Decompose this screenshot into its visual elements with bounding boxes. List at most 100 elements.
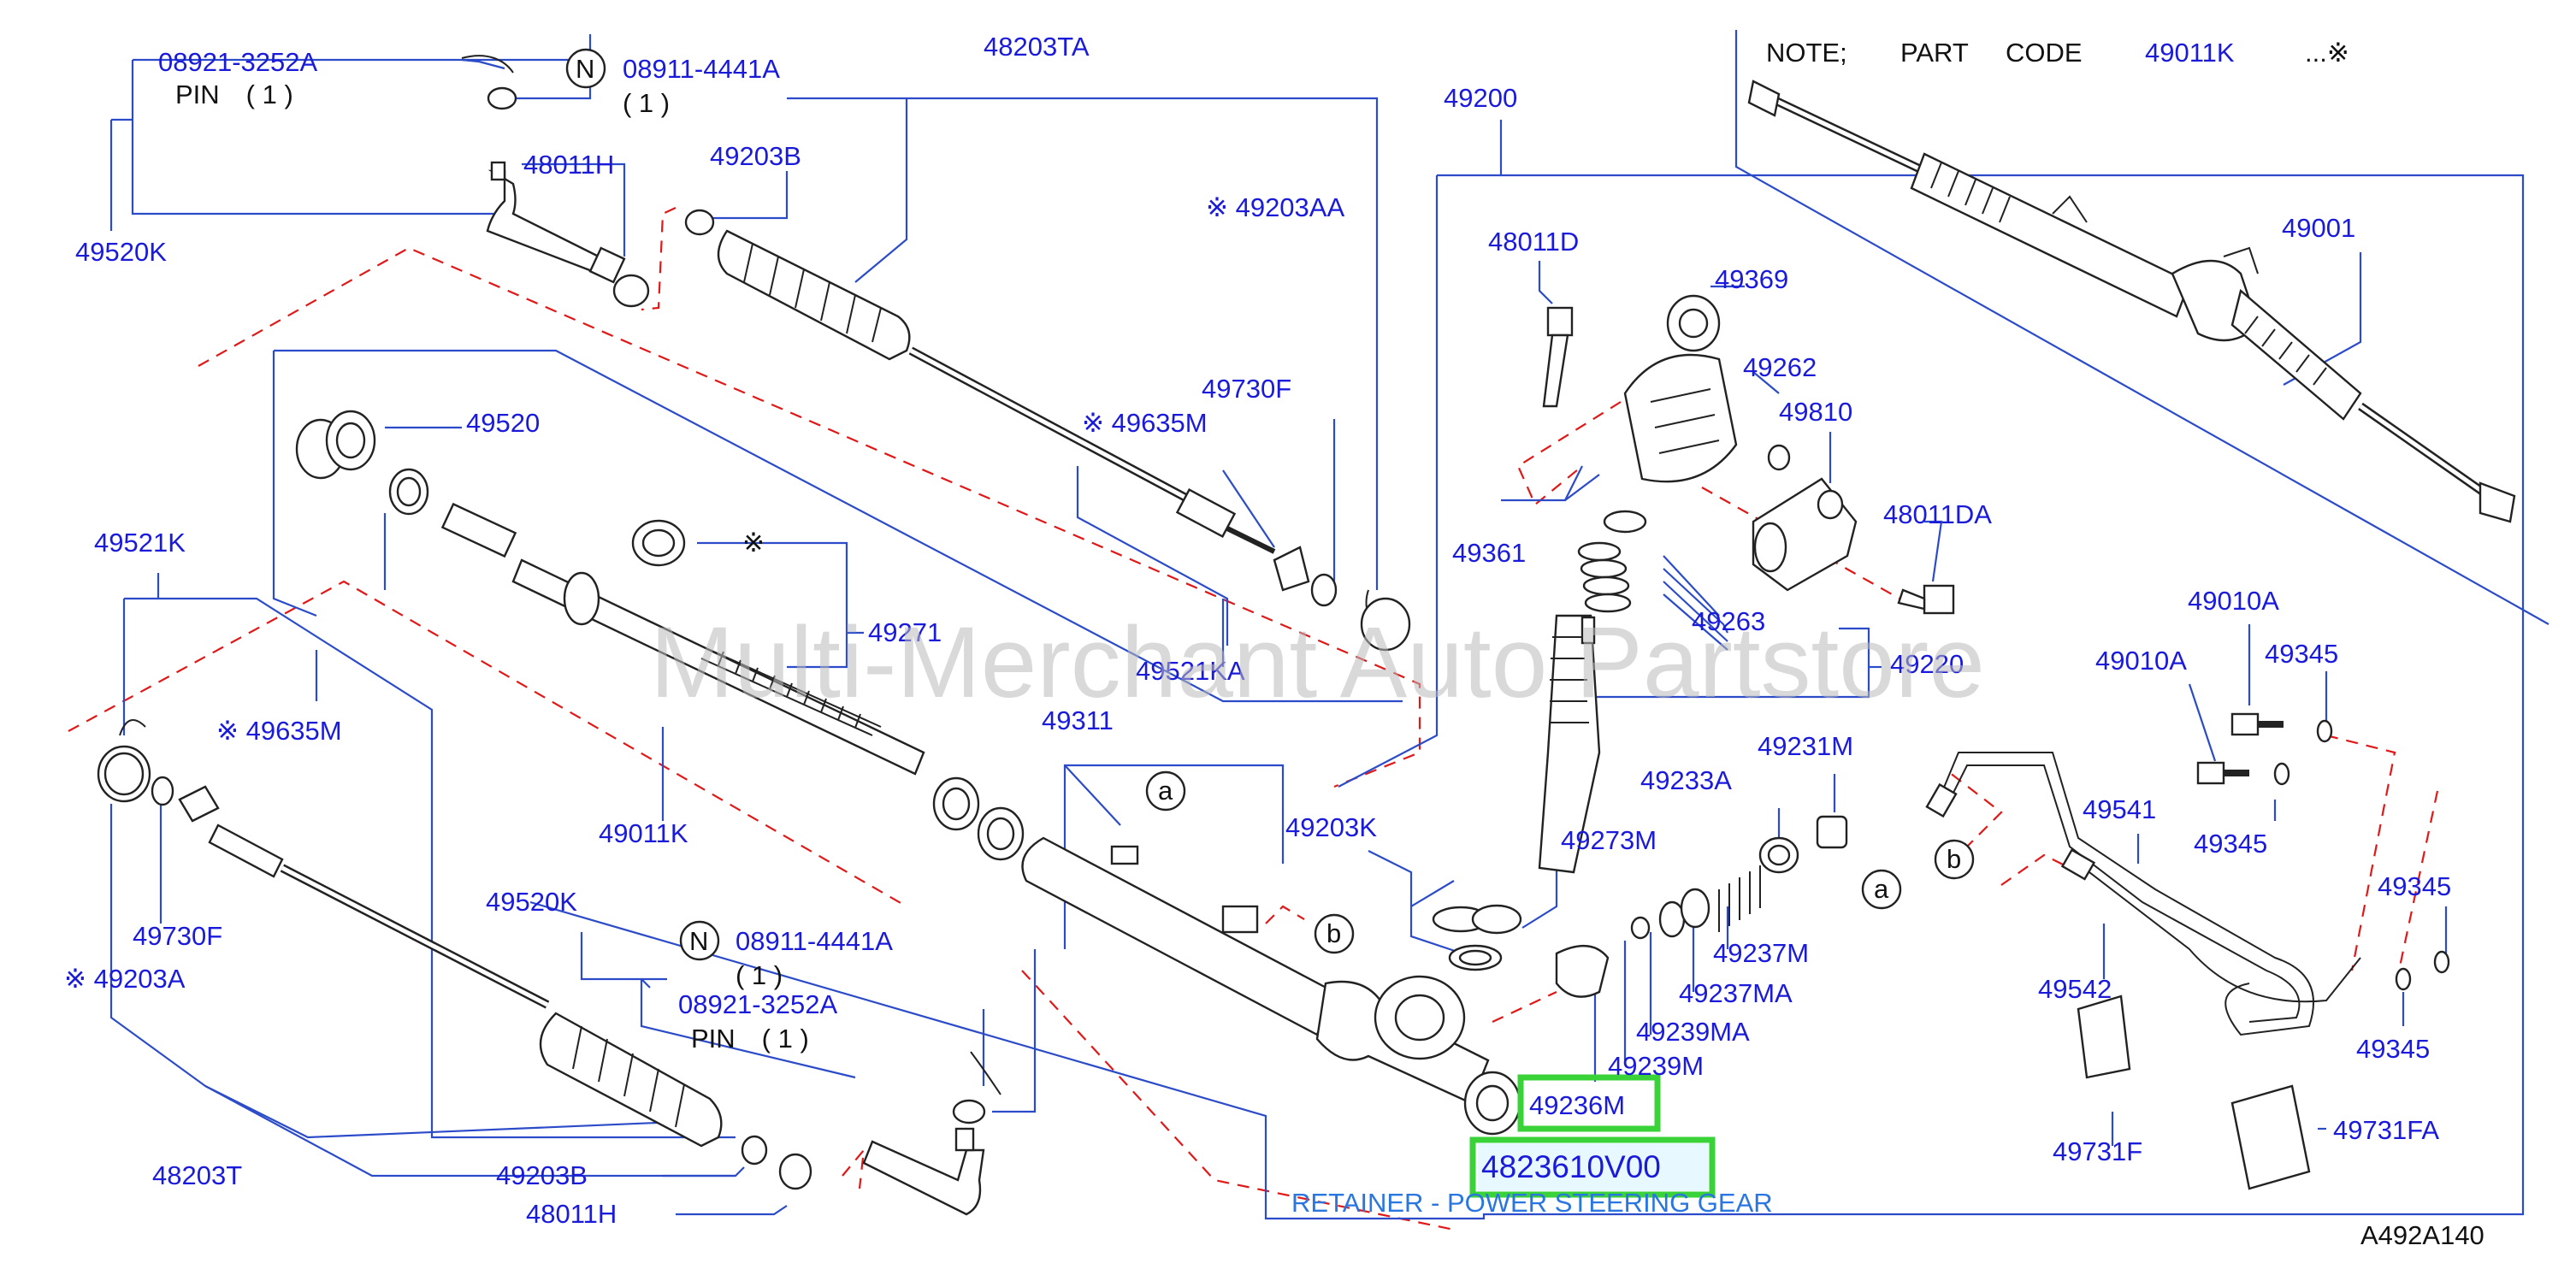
castle-nut-shape [487, 86, 517, 110]
label-star-49271: ※ [742, 528, 765, 558]
label-qty-bottom: ( 1 ) [736, 960, 783, 990]
label-48011da[interactable]: 48011DA [1883, 499, 1992, 529]
label-49203b-top[interactable]: 49203B [710, 141, 801, 171]
ref-a-circle-1 [1145, 770, 1186, 812]
label-49520k-mid[interactable]: 49520K [486, 887, 577, 917]
label-49010a-1[interactable]: 49010A [2188, 586, 2279, 616]
label-49203aa[interactable]: ※ 49203AA [1206, 192, 1344, 222]
ring-49237ma-shape [1680, 888, 1710, 929]
lock-plate-left-shape [178, 785, 220, 823]
label-08921-3252a-bottom[interactable]: 08921-3252A [678, 989, 837, 1019]
seal-stack-49263-shape [1577, 541, 1632, 613]
label-48011h-bottom[interactable]: 48011H [526, 1199, 617, 1229]
cotter-pin-shape [461, 55, 514, 74]
label-49011k[interactable]: 49011K [599, 818, 688, 848]
label-49345-1[interactable]: 49345 [2265, 639, 2338, 669]
label-49237m[interactable]: 49237M [1713, 938, 1809, 968]
label-49369[interactable]: 49369 [1715, 264, 1788, 294]
label-49001[interactable]: 49001 [2282, 213, 2355, 243]
label-48011h-top[interactable]: 48011H [523, 150, 614, 180]
note-prefix: NOTE; [1766, 38, 1847, 68]
label-49542[interactable]: 49542 [2038, 974, 2112, 1004]
highlight-bg-4823610v00 [1478, 1143, 1709, 1191]
ring-49239ma-shape [1658, 900, 1686, 938]
label-49635m-left[interactable]: ※ 49635M [216, 716, 342, 746]
label-49521ka[interactable]: 49521KA [1136, 656, 1245, 686]
label-49203k[interactable]: 49203K [1285, 812, 1377, 842]
bolt-48011d-shape [1542, 306, 1574, 408]
plug-49231m-shape [1816, 815, 1848, 849]
label-49273m[interactable]: 49273M [1561, 825, 1657, 855]
washer-49345-d [2395, 967, 2412, 991]
label-49263[interactable]: 49263 [1692, 606, 1765, 636]
pipe-assembly-shape [1925, 752, 2361, 1036]
label-49810[interactable]: 49810 [1779, 397, 1852, 427]
label-49203b-bottom[interactable]: 49203B [496, 1160, 588, 1190]
label-ref-a-2: a [1874, 874, 1889, 904]
label-49200[interactable]: 49200 [1444, 83, 1517, 113]
cotter-pin-bottom-shape [970, 1051, 1001, 1095]
label-49271[interactable]: 49271 [868, 617, 942, 647]
seal-49273m-shape [1471, 904, 1522, 935]
label-49311[interactable]: 49311 [1042, 705, 1114, 735]
retainer-49236m-shape [1555, 944, 1610, 998]
spring-49237m-shape [1718, 865, 1761, 932]
label-49730f-left[interactable]: 49730F [133, 921, 222, 951]
label-49237ma[interactable]: 49237MA [1679, 978, 1793, 1008]
label-49262[interactable]: 49262 [1743, 352, 1817, 382]
label-ref-b-1: b [1326, 918, 1341, 948]
label-qty-top: ( 1 ) [623, 88, 670, 118]
label-48203t[interactable]: 48203T [152, 1160, 242, 1190]
label-49233a[interactable]: 49233A [1640, 765, 1732, 795]
label-49231m[interactable]: 49231M [1758, 731, 1853, 761]
note-part: PART [1900, 38, 1969, 68]
lock-plate-shape [1273, 546, 1310, 592]
rack-49011k-shape [440, 502, 925, 776]
label-08911-4441a-top[interactable]: 08911-4441A [623, 54, 780, 84]
note-code-value[interactable]: 49011K [2145, 38, 2235, 68]
clamp-shape [1360, 597, 1411, 652]
o-ring-49262-shape [1767, 444, 1791, 471]
washer-49345-b [2273, 762, 2290, 786]
label-49220[interactable]: 49220 [1890, 649, 1964, 679]
label-49520k-top[interactable]: 49520K [75, 237, 167, 267]
label-49239ma[interactable]: 49239MA [1636, 1017, 1750, 1047]
castle-nut-bottom-shape [952, 1099, 986, 1124]
washer-49239m-shape [1630, 916, 1651, 940]
tie-rod-end-top [486, 161, 626, 284]
label-49345-4[interactable]: 49345 [2356, 1034, 2430, 1064]
label-49345-3[interactable]: 49345 [2378, 871, 2451, 901]
label-48203ta[interactable]: 48203TA [984, 32, 1090, 62]
n-circle-bottom [679, 920, 720, 961]
washer-49730f-left-shape [151, 776, 174, 806]
label-49521k[interactable]: 49521K [94, 528, 186, 558]
label-49731fa[interactable]: 49731FA [2333, 1115, 2439, 1145]
label-49731f[interactable]: 49731F [2053, 1136, 2142, 1166]
label-08911-4441a-bottom[interactable]: 08911-4441A [736, 926, 893, 956]
label-49345-2[interactable]: 49345 [2194, 829, 2267, 859]
inner-tie-rod-bottom [208, 823, 550, 1009]
label-49236m[interactable]: 49236M [1529, 1090, 1625, 1120]
washer-49730f-shape [1310, 573, 1338, 607]
boot-bottom-shape [539, 1012, 723, 1148]
label-49239m[interactable]: 49239M [1608, 1051, 1704, 1081]
label-49010a-2[interactable]: 49010A [2095, 646, 2187, 676]
jam-nut-49203b-shape [684, 209, 715, 236]
label-49730f-top[interactable]: 49730F [1202, 374, 1291, 404]
label-49541[interactable]: 49541 [2083, 794, 2156, 824]
part-shapes [97, 48, 2516, 1216]
valve-49810-shape [1752, 477, 1858, 592]
bolt-48011da-shape [1897, 584, 1955, 615]
label-49635m-top[interactable]: ※ 49635M [1082, 408, 1208, 438]
label-49361[interactable]: 49361 [1452, 538, 1526, 568]
watermark-text: Multi-Merchant Auto Partstore [650, 606, 1985, 719]
label-49203a[interactable]: ※ 49203A [64, 964, 186, 994]
footer-part-name: RETAINER - POWER STEERING GEAR [1291, 1188, 1773, 1218]
inner-tie-rod-top [908, 346, 1276, 554]
ref-a-circle-2 [1861, 869, 1902, 910]
label-49520[interactable]: 49520 [466, 408, 540, 438]
label-4823610v00[interactable]: 4823610V00 [1481, 1149, 1661, 1184]
label-08921-3252a-top[interactable]: 08921-3252A [158, 47, 317, 77]
label-48011d[interactable]: 48011D [1488, 227, 1579, 257]
